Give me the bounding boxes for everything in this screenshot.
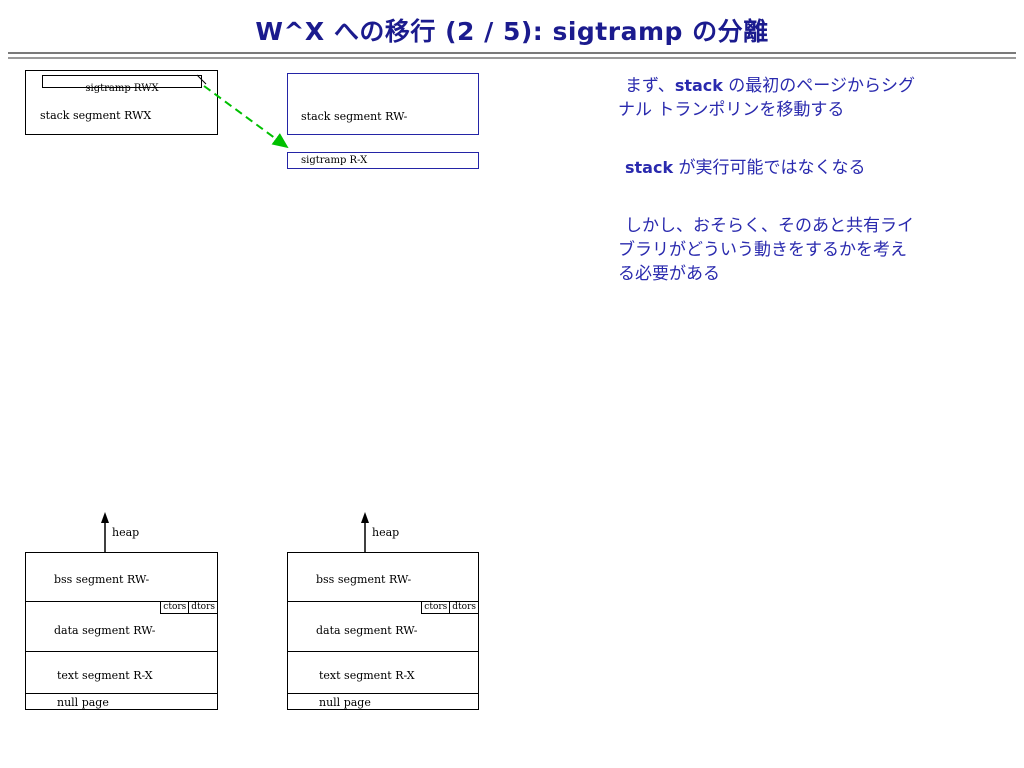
text-label: text segment R-X <box>57 669 153 682</box>
heap-label-mid: heap <box>372 526 400 539</box>
ctors-cell: ctors <box>421 601 451 614</box>
sigtramp-rwx-box: sigtramp RWX <box>42 75 202 94</box>
text-label: text segment R-X <box>319 669 415 682</box>
note-paragraph-3: しかし、おそらく、そのあと共有ライ ブラリがどういう動きをするかを考え る必要が… <box>618 214 1018 286</box>
stack-rwx-box: sigtramp RWX stack segment RWX <box>25 70 218 135</box>
text-section: text segment R-X <box>288 651 478 694</box>
null-page-label: null page <box>57 696 109 709</box>
note-p1-line1: まず、stack の最初のページからシグ <box>618 74 1018 98</box>
note-p3-line3: る必要がある <box>618 264 720 284</box>
dtors-cell: dtors <box>189 601 218 614</box>
null-section: null page <box>288 693 478 712</box>
heap-label-left: heap <box>112 526 140 539</box>
null-page-label: null page <box>319 696 371 709</box>
bss-section: bss segment RW- <box>26 553 217 601</box>
bss-section: bss segment RW- <box>288 553 478 601</box>
dtors-cell: dtors <box>450 601 479 614</box>
null-section: null page <box>26 693 217 712</box>
bss-label: bss segment RW- <box>316 573 412 586</box>
notes-text: まず、stack の最初のページからシグ ナル トランポリンを移動する stac… <box>618 74 1018 286</box>
title-divider <box>8 52 1016 59</box>
memory-diagram-left: bss segment RW- data segment RW- ctors d… <box>25 552 218 710</box>
data-label: data segment RW- <box>54 624 156 637</box>
note-p1-pre: まず、 <box>625 76 675 96</box>
memory-diagram-mid: bss segment RW- data segment RW- ctors d… <box>287 552 479 710</box>
ctors-dtors-box: ctors dtors <box>421 601 479 614</box>
data-label: data segment RW- <box>316 624 418 637</box>
page-title: W^X への移行 (2 / 5): sigtramp の分離 <box>255 17 769 46</box>
text-section: text segment R-X <box>26 651 217 694</box>
stack-rw-box: stack segment RW- <box>287 73 479 135</box>
note-p2-post: が実行可能ではなくなる <box>673 158 866 178</box>
ctors-cell: ctors <box>160 601 190 614</box>
note-p1-post: の最初のページからシグ <box>722 76 915 96</box>
note-p1-keyword: stack <box>674 76 723 95</box>
data-section: data segment RW- <box>26 601 217 652</box>
stack-rw-label: stack segment RW- <box>301 110 408 123</box>
note-p2-keyword: stack <box>625 158 674 177</box>
bss-label: bss segment RW- <box>54 573 150 586</box>
sigtramp-rx-box: sigtramp R-X <box>287 152 479 169</box>
note-p1-line2: ナル トランポリンを移動する <box>618 100 845 120</box>
note-paragraph-2: stack が実行可能ではなくなる <box>618 156 1018 180</box>
note-paragraph-1: まず、stack の最初のページからシグ ナル トランポリンを移動する <box>618 74 1018 122</box>
data-section: data segment RW- <box>288 601 478 652</box>
ctors-dtors-box: ctors dtors <box>160 601 218 614</box>
stack-rwx-label: stack segment RWX <box>40 109 152 122</box>
note-p3-line1: しかし、おそらく、そのあと共有ライ <box>625 216 914 236</box>
note-p3-line2: ブラリがどういう動きをするかを考え <box>618 240 907 260</box>
sigtramp-rwx-label: sigtramp RWX <box>85 83 159 94</box>
sigtramp-rx-label: sigtramp R-X <box>301 155 368 166</box>
